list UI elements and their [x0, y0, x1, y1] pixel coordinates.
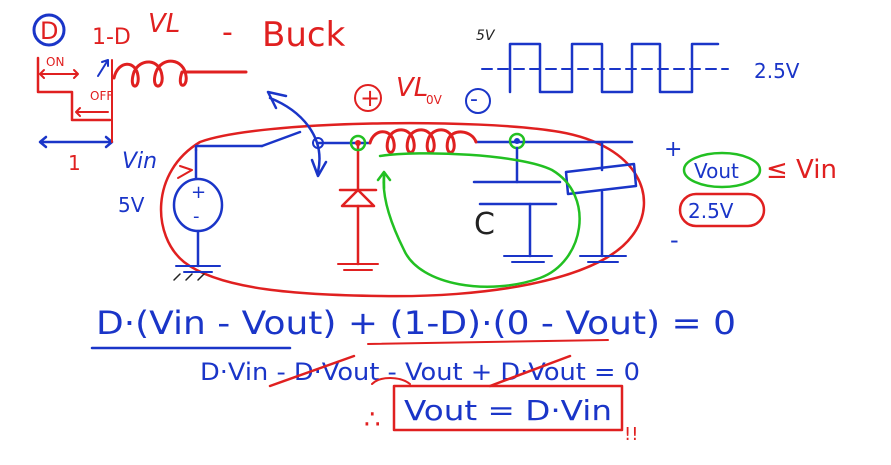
- result-box: [392, 384, 624, 432]
- capacitor-label: C: [474, 207, 495, 242]
- source-value: 5V: [118, 193, 145, 217]
- timing-off-arrow: [75, 107, 109, 117]
- vin-label: Vin: [122, 149, 157, 174]
- output-minus: -: [670, 226, 679, 254]
- source-minus: -: [193, 206, 200, 227]
- inductor-minus: -: [470, 87, 478, 112]
- switch-motion-arrow: [266, 90, 328, 178]
- waveform-avg-label: 2.5V: [754, 59, 800, 83]
- cancel-mark-1: [268, 354, 356, 388]
- ground-load: [579, 255, 627, 263]
- switch-timing-sketch: ON OFF 1: [36, 55, 248, 175]
- title-vl: VL: [148, 9, 180, 39]
- vout-value: 2.5V: [688, 199, 734, 223]
- title-dash: -: [222, 15, 233, 50]
- result-equation: Vout = D·Vin: [404, 394, 612, 427]
- current-loop-red: [159, 121, 646, 298]
- timing-pulse: [36, 56, 112, 122]
- top-rail: [194, 144, 264, 152]
- circuit: + - Vin 5V + VL 0V - C: [118, 73, 837, 288]
- source-plus: +: [191, 182, 206, 203]
- ground-source-hatch: [173, 273, 205, 281]
- equation-line1-underline2: [367, 339, 609, 345]
- load-resistor: [564, 162, 638, 196]
- timing-period-label: 1: [68, 151, 81, 175]
- freewheel-loop-green: [378, 152, 581, 288]
- therefore-symbol: ∴: [364, 405, 381, 435]
- equations: D·(Vin - Vout) + (1-D)·(0 - Vout) = 0 D·…: [90, 304, 736, 445]
- title-buck: Buck: [262, 15, 346, 55]
- inductor-minus-circle: [465, 88, 491, 114]
- exclaim-marks: !!: [624, 424, 638, 445]
- switch-blade: [260, 130, 302, 148]
- vout-label: Vout: [694, 159, 739, 183]
- cancel-mark-3: [371, 377, 411, 385]
- timing-on-arrow: [39, 69, 79, 79]
- timing-on-label: ON: [46, 55, 64, 69]
- timing-blue-arrow: [97, 59, 109, 77]
- node-switch-node-fill: [355, 140, 361, 146]
- equation-line1: D·(Vin - Vout) + (1-D)·(0 - Vout) = 0: [96, 304, 736, 342]
- inductor-coil: [368, 128, 478, 154]
- ground-diode: [337, 263, 379, 271]
- freewheel-arrow: [376, 170, 392, 190]
- timing-off-label: OFF: [90, 89, 113, 103]
- vout-le-vin: ≤ Vin: [766, 155, 837, 185]
- inductor-plus: +: [360, 84, 380, 112]
- title-row: D 1-D VL - Buck: [32, 9, 346, 55]
- vout-circle-green: [682, 151, 762, 189]
- inductor-0v: 0V: [426, 93, 443, 107]
- diode-triangle: [340, 188, 376, 208]
- title-one-minus-d: 1-D: [92, 25, 131, 50]
- cancel-mark-2: [488, 354, 572, 388]
- inductor-plus-circle: [354, 84, 382, 112]
- output-plus: +: [664, 137, 682, 162]
- inductor-vl: VL: [396, 73, 428, 103]
- ground-source: [175, 265, 221, 273]
- waveform-high-label: 5V: [476, 28, 496, 44]
- equation-line2: D·Vin - D·Vout - Vout + D·Vout = 0: [200, 358, 640, 386]
- title-d: D: [40, 17, 58, 45]
- waveform-square: [508, 42, 720, 94]
- scribble-inductor: [112, 59, 248, 88]
- vin-tick: [177, 165, 193, 179]
- node-switch-node: [349, 134, 367, 152]
- d-circle: [32, 13, 66, 47]
- ground-capacitor: [503, 255, 553, 263]
- timing-period-arrow: [38, 135, 114, 149]
- waveform: 5V 2.5V: [476, 28, 800, 94]
- node-output-fill: [514, 138, 520, 144]
- vout-value-box: [678, 192, 766, 228]
